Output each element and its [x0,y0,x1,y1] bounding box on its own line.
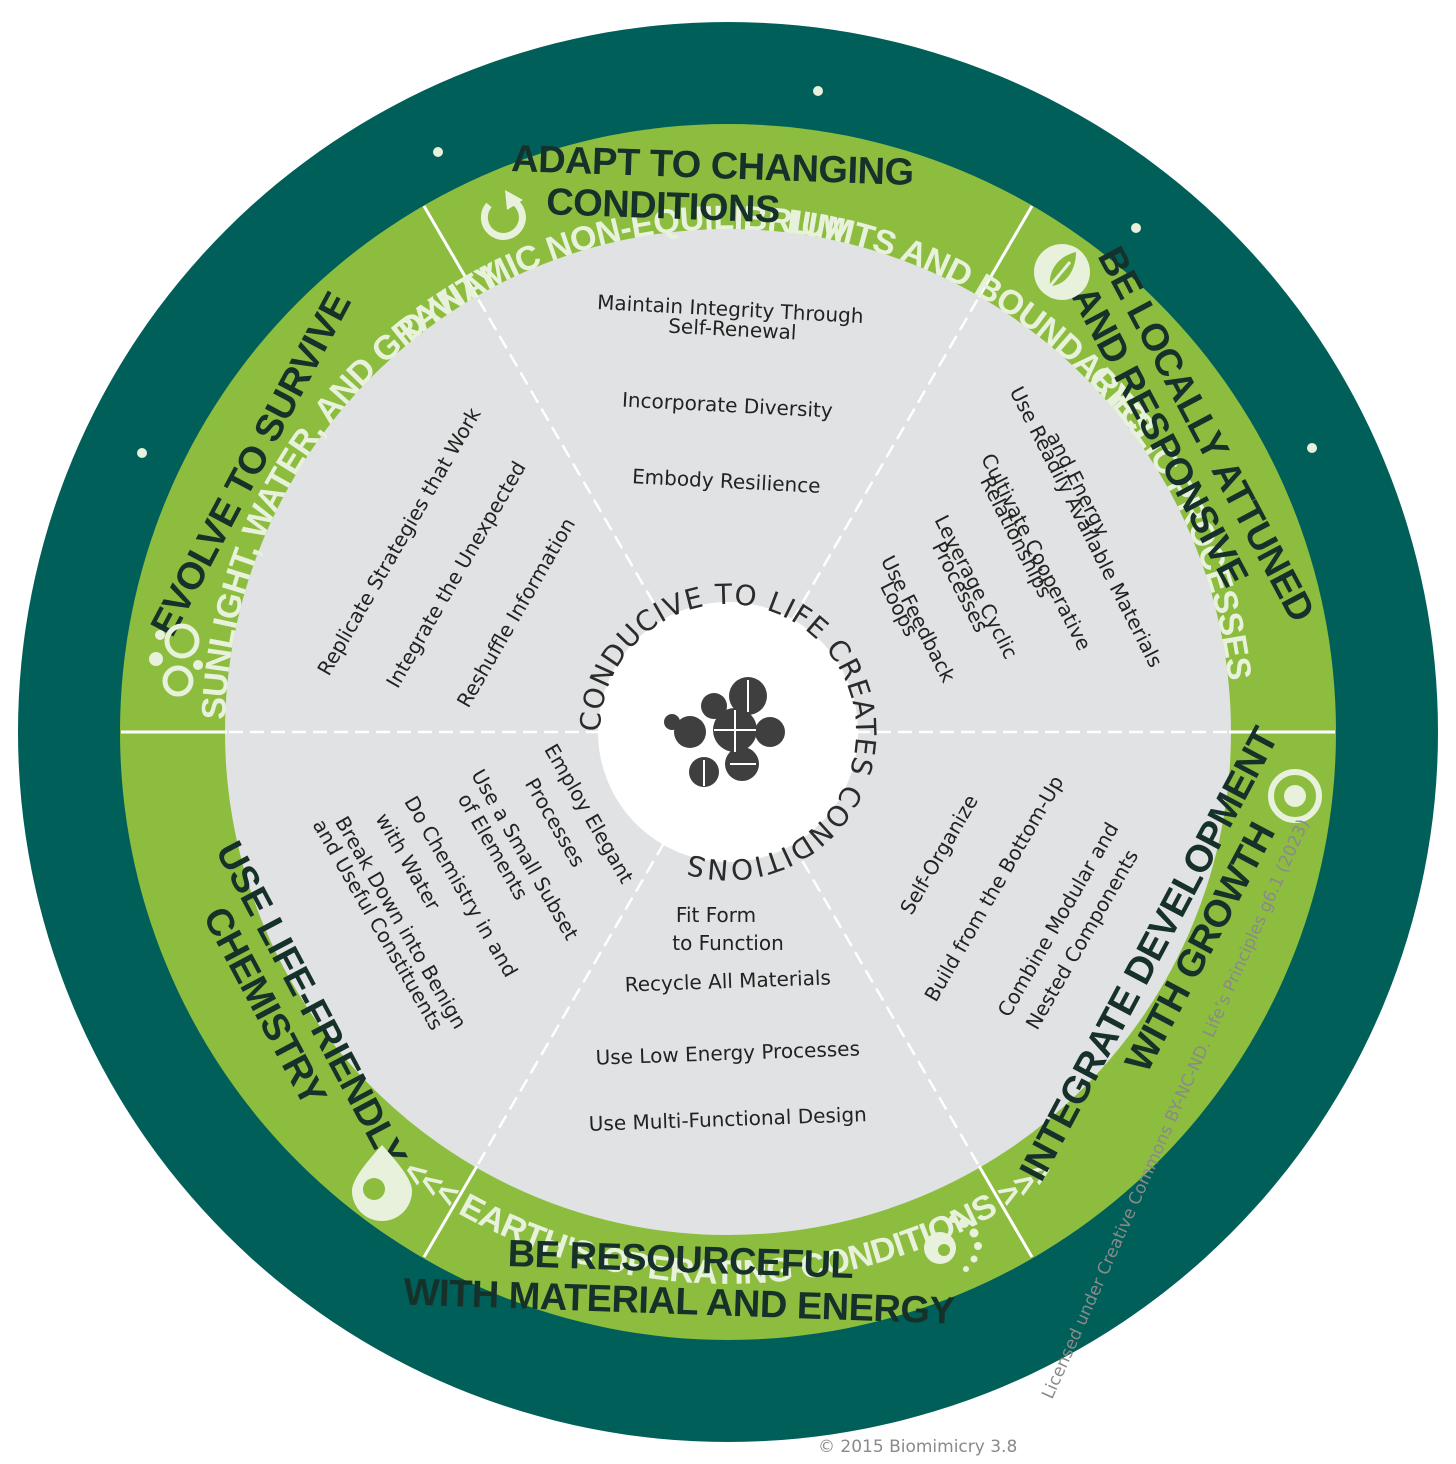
strategy-text: to Function [672,931,784,955]
bubbles-icon [149,623,203,697]
svg-text:CONDITIONS: CONDITIONS [546,181,781,231]
ring-separator-dots [137,86,1317,458]
leaf-icon [1034,244,1090,300]
cycle-arrow-icon [480,190,526,240]
droplet-icon [352,1145,412,1221]
seed-cluster-logo [664,677,785,787]
category-dividers [121,205,1335,1258]
target-icon [1268,769,1322,823]
dots-spiral-icon [924,1215,982,1272]
copyright-line: © 2015 Biomimicry 3.8 [818,1437,1017,1457]
strategy-text: Fit Form [676,903,756,927]
